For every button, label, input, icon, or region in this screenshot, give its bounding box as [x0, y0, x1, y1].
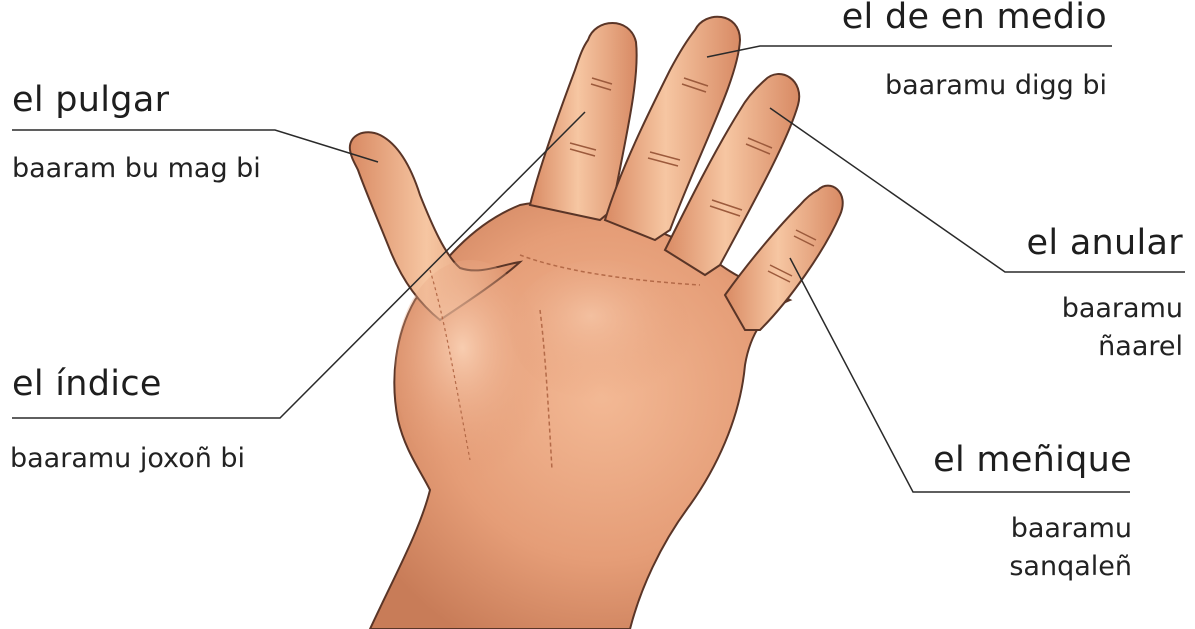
thumb-label-wolof: baaram bu mag bi	[12, 155, 261, 182]
little-label-spanish: el meñique	[933, 443, 1132, 478]
thenar-mound	[395, 260, 545, 480]
index-label-wolof: baaramu joxoñ bi	[10, 445, 245, 472]
middle-label-spanish: el de en medio	[842, 0, 1107, 35]
palm-highlight	[510, 260, 690, 400]
middle-leader-line	[707, 46, 1112, 57]
middle-label-wolof: baaramu digg bi	[885, 72, 1107, 99]
thumb-label-spanish: el pulgar	[12, 83, 169, 118]
little-label-wolof-line1: baaramu	[1011, 515, 1132, 542]
ring-label-wolof-line2: ñaarel	[1098, 333, 1183, 360]
little-label-wolof-line2: sanqaleñ	[1009, 553, 1132, 580]
ring-label-spanish: el anular	[1027, 226, 1183, 261]
index-label-spanish: el índice	[12, 367, 162, 402]
ring-label-wolof-line1: baaramu	[1062, 295, 1183, 322]
